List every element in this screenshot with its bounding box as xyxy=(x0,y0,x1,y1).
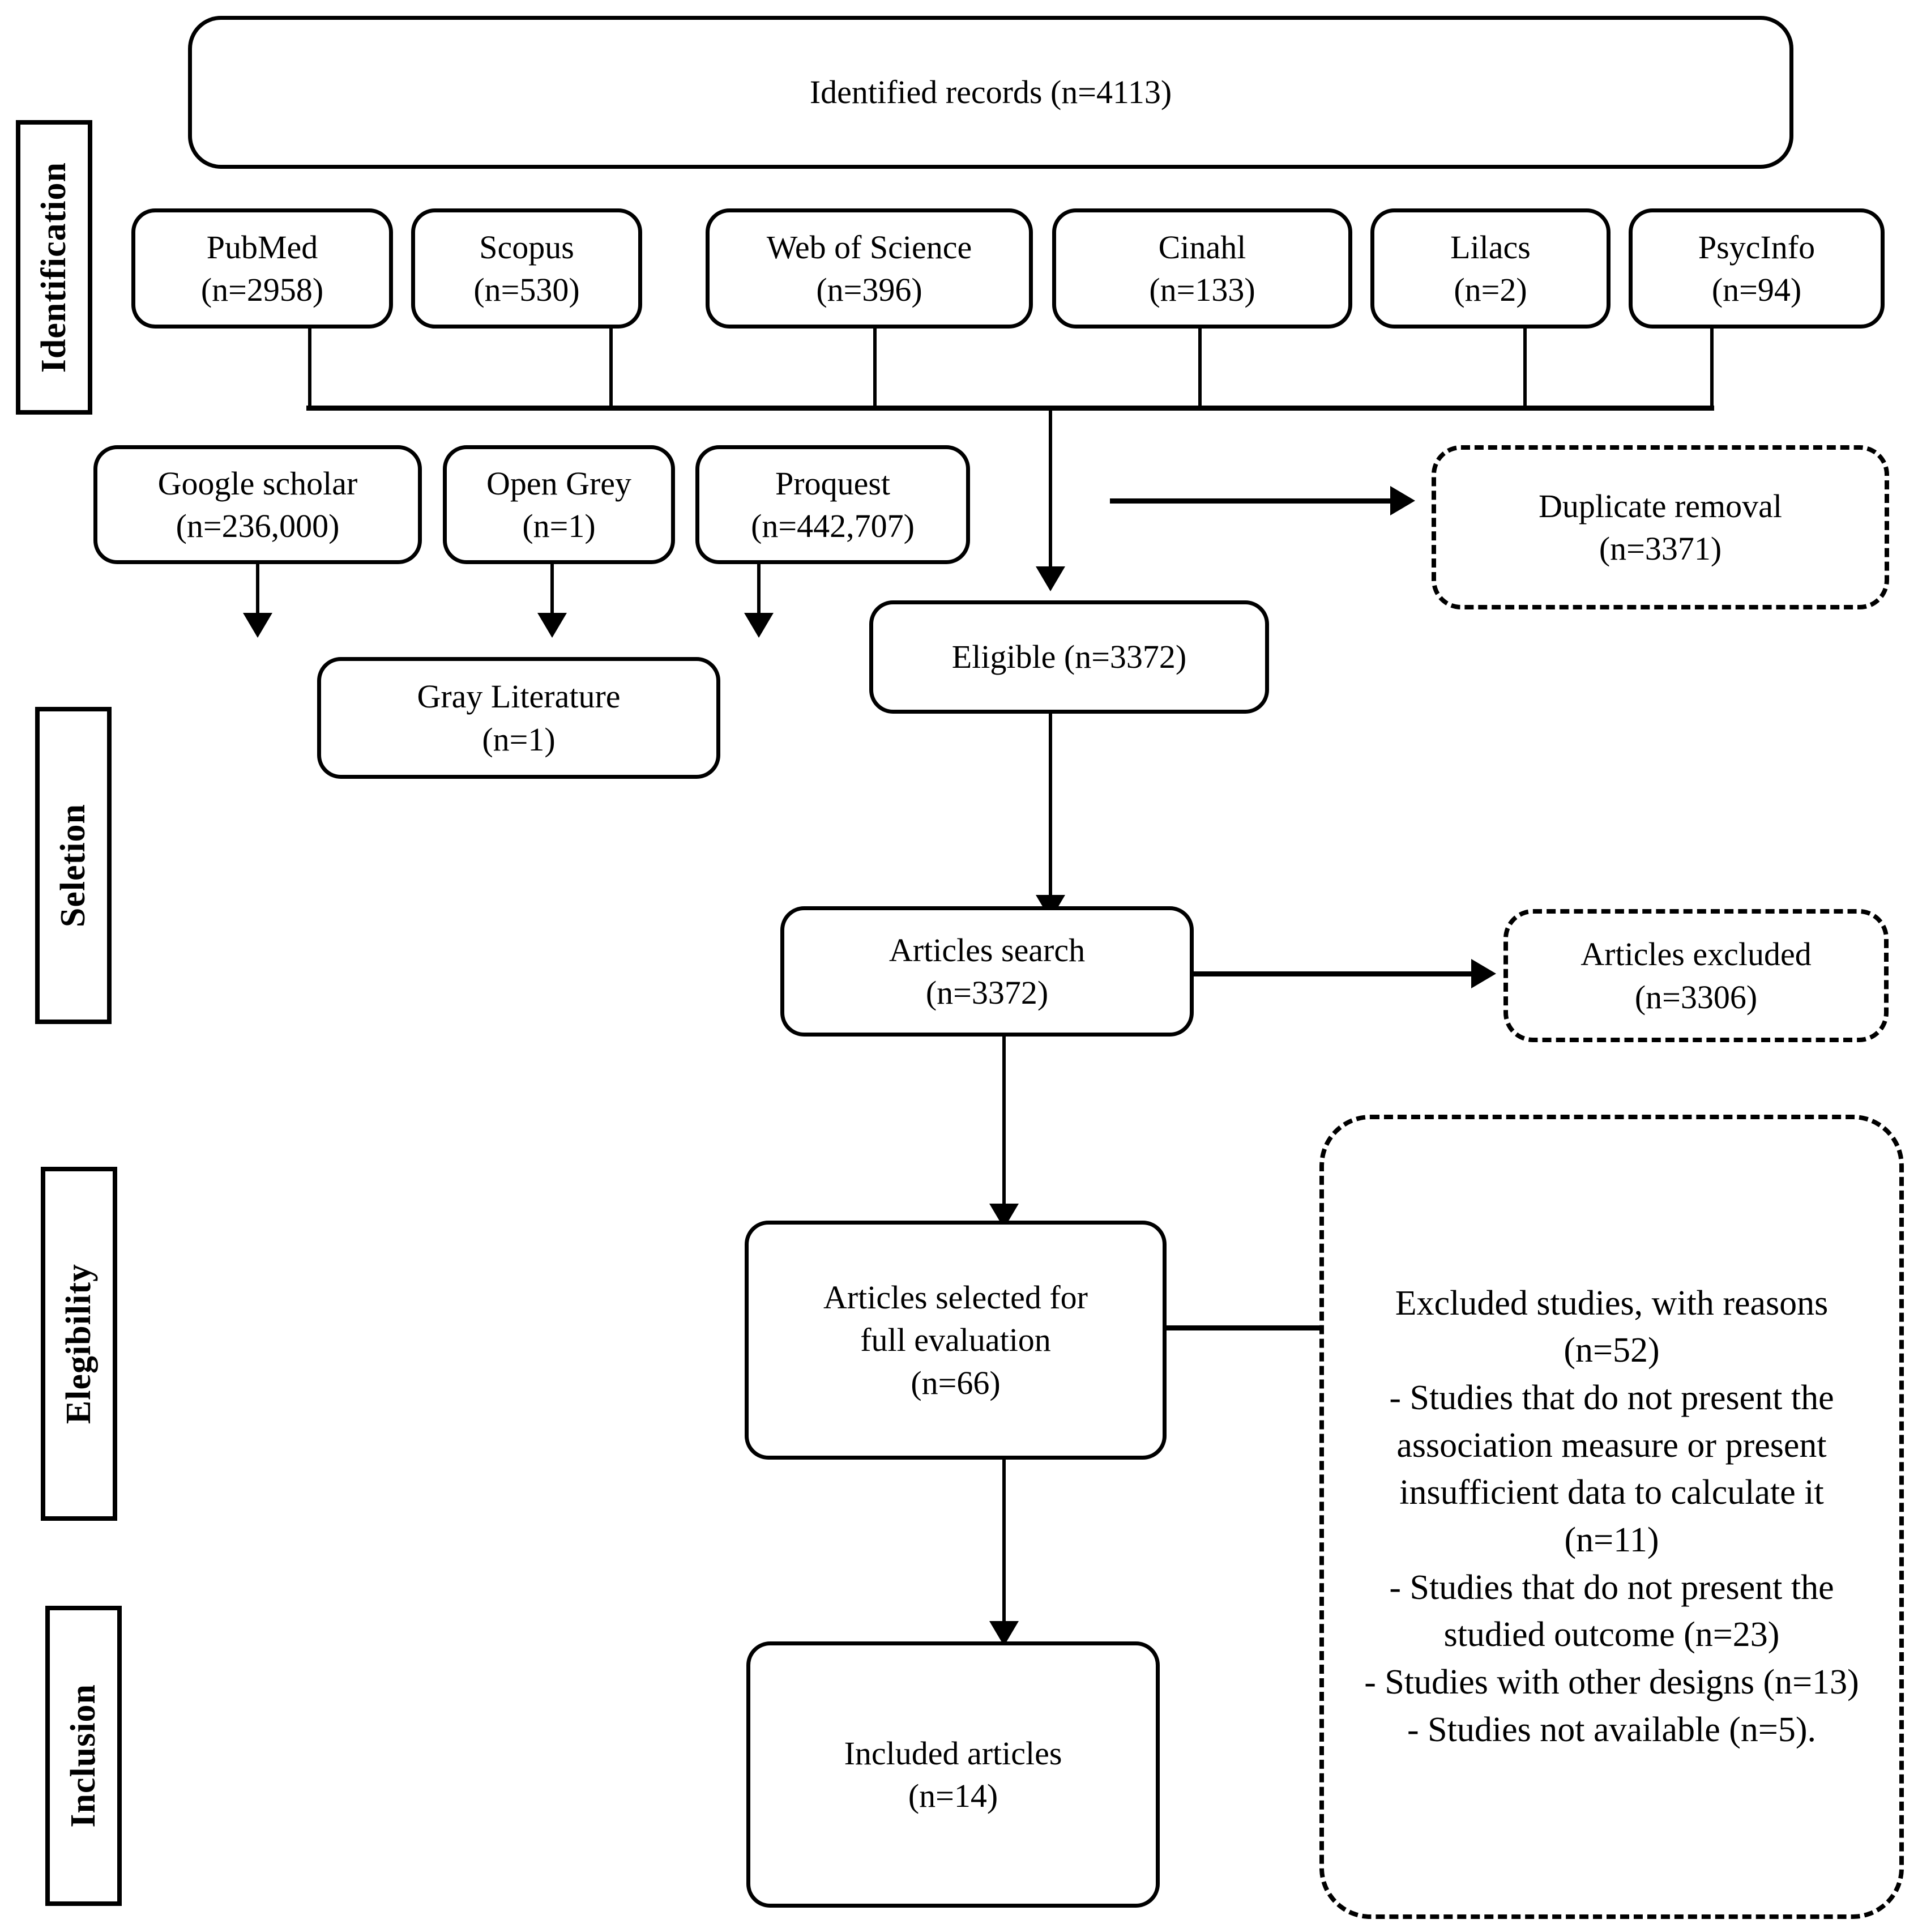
database-lilacs-count: (n=2) xyxy=(1454,271,1527,308)
node-identified-records: Identified records (n=4113) xyxy=(188,16,1793,169)
node-database-cinahl: Cinahl (n=133) xyxy=(1052,208,1352,329)
stage-label-inclusion-text: Inclusion xyxy=(64,1684,102,1828)
articles-excluded-count: (n=3306) xyxy=(1634,978,1758,1016)
connector-to-excluded-with-reasons xyxy=(1167,1325,1393,1330)
excluded-reason-2: - Studies that do not present the studie… xyxy=(1389,1568,1834,1654)
excluded-reason-1: - Studies that do not present the associ… xyxy=(1389,1378,1834,1559)
connector-scopus-stub xyxy=(609,329,613,409)
database-pubmed-name: PubMed xyxy=(206,228,318,266)
database-psycinfo-name: PsycInfo xyxy=(1698,228,1816,266)
node-database-lilacs: Lilacs (n=2) xyxy=(1370,208,1611,329)
connector-selected-to-included xyxy=(1002,1460,1006,1630)
connector-cinahl-stub xyxy=(1198,329,1202,409)
source-proquest-count: (n=442,707) xyxy=(751,507,915,544)
excluded-reason-4: - Studies not available (n=5). xyxy=(1407,1710,1816,1749)
node-database-scopus: Scopus (n=530) xyxy=(411,208,642,329)
source-open-grey-name: Open Grey xyxy=(486,464,632,502)
gray-literature-label: Gray Literature xyxy=(417,678,621,715)
stage-label-selection: Seletion xyxy=(35,707,112,1024)
stage-label-selection-text: Seletion xyxy=(54,803,92,928)
eligible-label: Eligible (n=3372) xyxy=(951,638,1187,676)
stage-label-eligibility-text: Elegibility xyxy=(59,1263,98,1425)
connector-pubmed-stub xyxy=(308,329,311,409)
connector-proquest-down xyxy=(757,564,761,621)
database-scopus-count: (n=530) xyxy=(473,271,580,308)
connector-to-articles-excluded xyxy=(1194,971,1474,976)
articles-selected-line1: Articles selected for xyxy=(823,1278,1088,1316)
database-cinahl-count: (n=133) xyxy=(1149,271,1255,308)
excluded-reasons-heading: Excluded studies, with reasons (n=52) xyxy=(1395,1283,1829,1370)
database-web-of-science-name: Web of Science xyxy=(766,228,972,266)
arrowhead-proquest-down xyxy=(744,613,774,638)
connector-articles-search-to-selected xyxy=(1002,1037,1006,1212)
node-articles-search: Articles search (n=3372) xyxy=(780,906,1194,1037)
articles-search-label: Articles search xyxy=(888,931,1086,969)
stage-label-eligibility: Elegibility xyxy=(41,1167,117,1521)
database-scopus-name: Scopus xyxy=(479,228,574,266)
database-web-of-science-count: (n=396) xyxy=(816,271,922,308)
database-psycinfo-count: (n=94) xyxy=(1711,271,1802,308)
connector-eligible-to-articles-search xyxy=(1049,714,1052,903)
connector-to-duplicate-removal xyxy=(1110,498,1393,504)
node-duplicate-removal: Duplicate removal (n=3371) xyxy=(1432,445,1889,609)
node-gray-literature: Gray Literature (n=1) xyxy=(317,657,720,779)
arrowhead-to-duplicate-removal xyxy=(1390,486,1415,515)
node-source-open-grey: Open Grey (n=1) xyxy=(443,445,675,564)
included-articles-label: Included articles xyxy=(844,1734,1062,1772)
connector-open-grey-down xyxy=(550,564,554,621)
stage-label-identification: Identification xyxy=(16,120,92,415)
node-source-proquest: Proquest (n=442,707) xyxy=(695,445,970,564)
source-proquest-name: Proquest xyxy=(775,464,890,502)
connector-databases-bus xyxy=(306,406,1714,411)
stage-label-inclusion: Inclusion xyxy=(45,1606,122,1906)
articles-excluded-label: Articles excluded xyxy=(1580,936,1812,973)
source-google-scholar-count: (n=236,000) xyxy=(176,507,340,544)
articles-selected-count: (n=66) xyxy=(911,1364,1001,1401)
arrowhead-to-articles-excluded xyxy=(1471,959,1496,988)
node-eligible: Eligible (n=3372) xyxy=(869,600,1269,714)
articles-search-count: (n=3372) xyxy=(925,974,1049,1011)
connector-web-of-science-stub xyxy=(873,329,877,409)
source-open-grey-count: (n=1) xyxy=(522,507,596,544)
node-excluded-studies-with-reasons: Excluded studies, with reasons (n=52) - … xyxy=(1319,1115,1904,1919)
node-database-web-of-science: Web of Science (n=396) xyxy=(706,208,1033,329)
arrowhead-bus-to-eligible xyxy=(1036,566,1065,591)
connector-lilacs-stub xyxy=(1523,329,1527,409)
identified-records-label: Identified records (n=4113) xyxy=(809,74,1172,111)
connector-psycinfo-stub xyxy=(1710,329,1714,409)
node-database-psycinfo: PsycInfo (n=94) xyxy=(1629,208,1885,329)
articles-selected-line2: full evaluation xyxy=(860,1321,1051,1359)
connector-bus-to-eligible xyxy=(1049,406,1052,575)
arrowhead-google-scholar-down xyxy=(243,613,272,638)
node-included-articles: Included articles (n=14) xyxy=(746,1641,1160,1908)
arrowhead-open-grey-down xyxy=(537,613,567,638)
included-articles-count: (n=14) xyxy=(908,1777,998,1814)
node-database-pubmed: PubMed (n=2958) xyxy=(131,208,393,329)
database-cinahl-name: Cinahl xyxy=(1158,228,1246,266)
duplicate-removal-label: Duplicate removal xyxy=(1539,487,1782,524)
database-lilacs-name: Lilacs xyxy=(1450,228,1531,266)
node-articles-excluded: Articles excluded (n=3306) xyxy=(1503,909,1889,1042)
gray-literature-count: (n=1) xyxy=(482,720,556,758)
node-source-google-scholar: Google scholar (n=236,000) xyxy=(93,445,422,564)
excluded-reason-3: - Studies with other designs (n=13) xyxy=(1364,1663,1859,1702)
duplicate-removal-count: (n=3371) xyxy=(1599,530,1722,567)
database-pubmed-count: (n=2958) xyxy=(200,271,324,308)
connector-google-scholar-down xyxy=(256,564,259,621)
source-google-scholar-name: Google scholar xyxy=(157,464,358,502)
stage-label-identification-text: Identification xyxy=(35,161,73,373)
node-articles-selected-for-full-evaluation: Articles selected for full evaluation (n… xyxy=(745,1221,1167,1460)
